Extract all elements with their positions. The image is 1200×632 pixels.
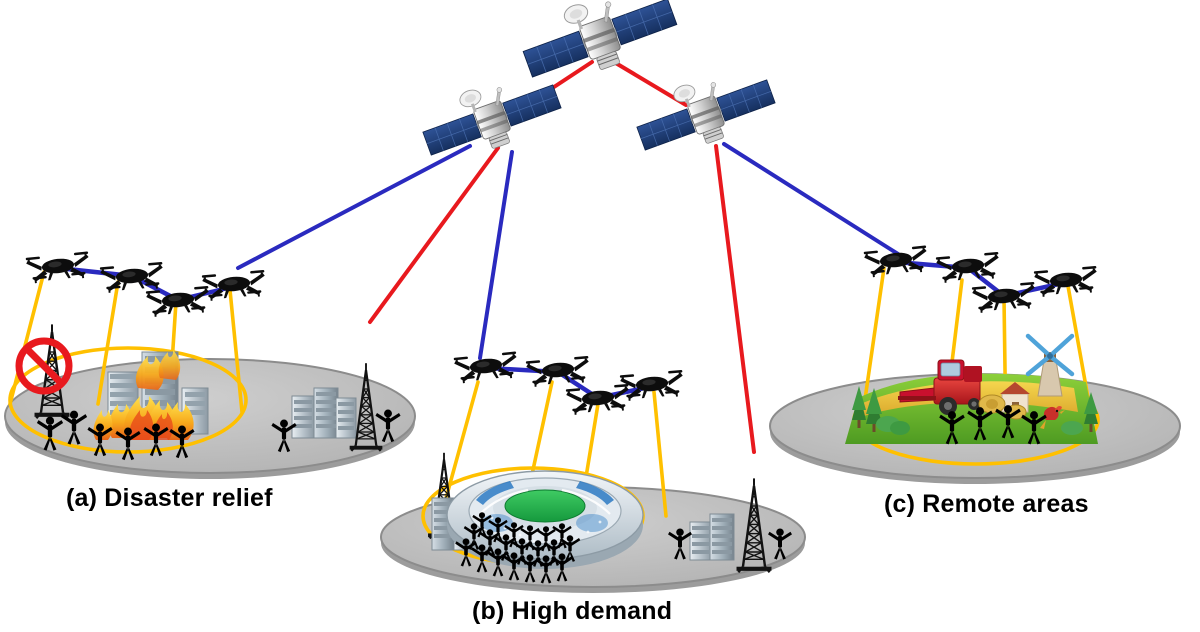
trees-left bbox=[852, 386, 910, 435]
rooster bbox=[1040, 406, 1065, 429]
link-sat-left-tower-center bbox=[368, 146, 500, 324]
windmill bbox=[1025, 333, 1075, 397]
uav-swarm-rural bbox=[863, 245, 1099, 314]
satellite-uav-links bbox=[236, 142, 900, 360]
satellite-left bbox=[422, 84, 562, 156]
satellite-tower-links bbox=[368, 144, 756, 454]
link-sat-right-tower-right bbox=[714, 144, 756, 454]
link-sat-top-sat-right bbox=[612, 60, 688, 107]
uav-swarm-disaster bbox=[25, 251, 267, 318]
office-buildings-right-stadium bbox=[689, 513, 735, 561]
link-sat-left-swarm-a bbox=[236, 144, 472, 270]
link-sat-right-swarm-c bbox=[722, 142, 900, 256]
office-buildings-disaster bbox=[291, 387, 357, 439]
drone bbox=[863, 245, 929, 278]
drone bbox=[201, 269, 267, 302]
scene-disaster-relief bbox=[15, 323, 401, 461]
stadium bbox=[446, 470, 644, 569]
caption-high-demand: (b) High demand bbox=[472, 597, 673, 625]
caption-remote-areas: (c) Remote areas bbox=[884, 490, 1089, 518]
scene-high-demand bbox=[426, 451, 792, 584]
satellite-top bbox=[522, 0, 678, 78]
trees-right bbox=[1061, 392, 1098, 435]
link-sat-left-swarm-b bbox=[478, 150, 514, 360]
caption-disaster-relief: (a) Disaster relief bbox=[66, 484, 273, 512]
scene-remote-areas bbox=[845, 333, 1098, 445]
drone bbox=[25, 251, 91, 284]
no-service-marker bbox=[15, 337, 73, 395]
coverage-ellipse-disaster bbox=[8, 346, 248, 454]
windmill-blades bbox=[1025, 333, 1075, 377]
uav-swarm-stadium bbox=[453, 351, 685, 416]
drone bbox=[145, 285, 211, 318]
satellite-right bbox=[636, 79, 776, 151]
drone bbox=[619, 369, 685, 402]
drone bbox=[1033, 265, 1099, 298]
combine-harvester bbox=[898, 359, 982, 415]
